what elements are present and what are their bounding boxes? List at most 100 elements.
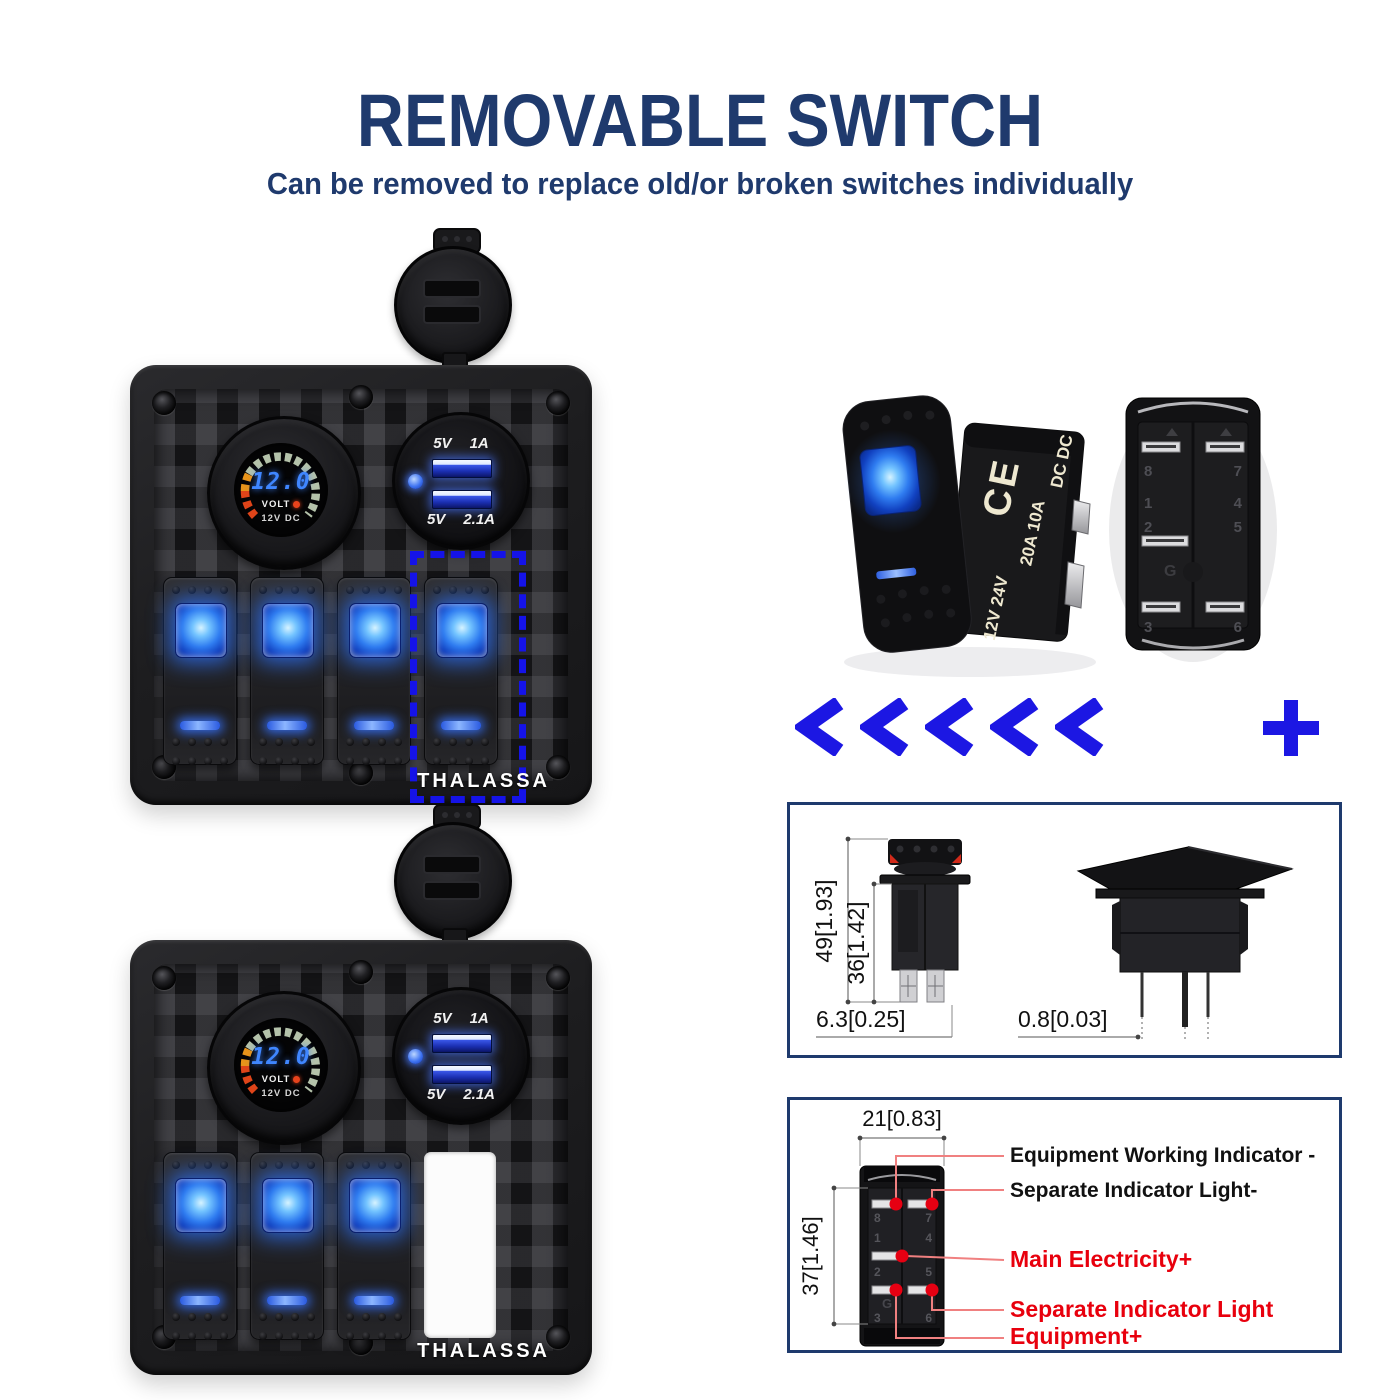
screw-hole bbox=[546, 391, 570, 415]
switch-housing-side: CE DC DC 20A 10A 12V 24V bbox=[947, 422, 1085, 642]
blue-indicator-bar bbox=[267, 721, 307, 730]
terminal-numbers: 8 1 2 3 7 4 5 6 G bbox=[1144, 463, 1243, 636]
dim-width: 21[0.83] bbox=[862, 1106, 942, 1131]
blue-indicator-bar bbox=[876, 567, 917, 580]
terminal-dots bbox=[889, 1197, 939, 1297]
screw-hole bbox=[546, 1325, 570, 1349]
volt-label-row: VOLT bbox=[234, 499, 328, 510]
usb-cap-slot bbox=[423, 305, 481, 324]
rocker-switch-3 bbox=[337, 1152, 411, 1340]
usb-cap-open bbox=[394, 822, 512, 940]
page-subtitle: Can be removed to replace old/or broken … bbox=[266, 166, 1134, 201]
switch-panel-3gang-removed: 12.0 VOLT 12V DC 5V 1A 5V 2.1A bbox=[130, 940, 592, 1375]
plus-icon bbox=[1263, 700, 1319, 756]
voltmeter-gauge: 12.0 VOLT 12V DC bbox=[207, 991, 361, 1145]
terminal-number: 5 bbox=[1234, 519, 1242, 536]
terminal-number: 3 bbox=[1144, 619, 1152, 636]
rocker-switch-3 bbox=[337, 577, 411, 765]
blue-led-lens bbox=[859, 445, 922, 516]
usb-bottom-rating: 5V 2.1A bbox=[395, 1086, 527, 1103]
terminal-pin bbox=[1071, 499, 1091, 535]
usb-cap-slot bbox=[423, 279, 481, 298]
wiring-label-separate-indicator-pos: Separate Indicator Light bbox=[1010, 1296, 1274, 1322]
usb-top-rating: 5V 1A bbox=[395, 1010, 527, 1027]
screw-hole bbox=[152, 966, 176, 990]
chevron-left-icon bbox=[795, 698, 844, 756]
screw-hole bbox=[546, 966, 570, 990]
usb-port-icon bbox=[432, 459, 492, 478]
usb-port-icon bbox=[432, 1034, 492, 1053]
wiring-label-equipment-working-indicator: Equipment Working Indicator - bbox=[1010, 1144, 1315, 1167]
terminal-number: 3 bbox=[874, 1311, 881, 1325]
screw-hole bbox=[349, 761, 373, 785]
terminal-number: 6 bbox=[925, 1311, 932, 1325]
usb-port1-voltage: 5V bbox=[433, 1010, 452, 1027]
terminal-number: 2 bbox=[874, 1265, 881, 1279]
terminal-number: 5 bbox=[925, 1265, 932, 1279]
chevron-left-icon bbox=[860, 698, 909, 756]
usb-port2-current: 2.1A bbox=[463, 1086, 496, 1103]
wiring-label-main-electricity: Main Electricity+ bbox=[1010, 1246, 1192, 1272]
volt-label: VOLT bbox=[261, 499, 291, 510]
voltage-reading: 12.0 bbox=[251, 1044, 311, 1070]
terminal-number: 4 bbox=[925, 1231, 932, 1245]
terminal-number: 1 bbox=[1144, 495, 1152, 512]
wiring-label-separate-indicator-neg: Separate Indicator Light- bbox=[1010, 1179, 1257, 1202]
blue-indicator-bar bbox=[180, 721, 220, 730]
blue-indicator-bar bbox=[441, 721, 481, 730]
rocker-switch-1 bbox=[163, 577, 237, 765]
terminal-number: 2 bbox=[1144, 519, 1152, 536]
voltmeter-gauge: 12.0 VOLT 12V DC bbox=[207, 416, 361, 570]
rocker-switch-1 bbox=[163, 1152, 237, 1340]
usb-port-icon bbox=[432, 1065, 492, 1084]
ground-label: G bbox=[882, 1296, 892, 1311]
rocker-switch-back-photo: 8 1 2 3 7 4 5 6 G bbox=[1109, 397, 1277, 662]
voltmeter-led-arc bbox=[240, 1027, 321, 1094]
wiring-label-equipment-pos: Equipment+ bbox=[1010, 1323, 1142, 1349]
terminal-number: 7 bbox=[1234, 463, 1242, 480]
blue-indicator-bar bbox=[354, 721, 394, 730]
page-title: REMOVABLE SWITCH bbox=[356, 79, 1044, 162]
mount-boss bbox=[1183, 562, 1203, 582]
volt-label: VOLT bbox=[261, 1074, 291, 1085]
dim-height-total: 49[1.93] bbox=[811, 879, 837, 962]
dim-height-body: 36[1.42] bbox=[843, 901, 869, 984]
usb-cap-open bbox=[394, 246, 512, 364]
usb-top-rating: 5V 1A bbox=[395, 435, 527, 452]
volt-sub-label: 12V DC bbox=[261, 1088, 301, 1099]
switch-panel-4gang: 12.0 VOLT 12V DC 5V 1A 5V 2.1A bbox=[130, 365, 592, 805]
rocker-switch-2 bbox=[250, 577, 324, 765]
screw-hole bbox=[349, 960, 373, 984]
chevron-left-icon bbox=[925, 698, 974, 756]
usb-port-icon bbox=[432, 490, 492, 509]
terminal-pin bbox=[1064, 561, 1085, 609]
blue-led-lens bbox=[262, 1178, 314, 1233]
blue-led-lens bbox=[175, 1178, 227, 1233]
removal-direction-arrows bbox=[795, 698, 1109, 756]
usb-cap-slot bbox=[423, 855, 481, 874]
removable-switch-highlight-box bbox=[410, 551, 526, 803]
terminal-bars bbox=[871, 1199, 935, 1295]
switch-rocker-front bbox=[839, 395, 972, 653]
dual-usb-socket: 5V 1A 5V 2.1A bbox=[392, 987, 530, 1125]
blue-indicator-bar bbox=[354, 1296, 394, 1305]
rocker-switch-side-photo: CE DC DC 20A 10A 12V 24V bbox=[839, 395, 1096, 677]
screw-hole bbox=[546, 755, 570, 779]
chevron-left-icon bbox=[1055, 698, 1104, 756]
usb-port2-voltage: 5V bbox=[426, 1086, 446, 1103]
dimension-diagram-box: 49[1.93] 36[1.42] 6.3[0.25] 0.8[0.0 bbox=[787, 802, 1342, 1058]
usb-port1-voltage: 5V bbox=[433, 435, 452, 452]
terminal-number: 6 bbox=[1234, 619, 1242, 636]
dim-pin-offset: 6.3[0.25] bbox=[816, 1006, 906, 1032]
voltmeter-led-arc bbox=[240, 452, 321, 519]
ground-label: G bbox=[1164, 563, 1176, 580]
blue-indicator-bar bbox=[180, 1296, 220, 1305]
blue-led-lens bbox=[349, 603, 401, 658]
status-led-icon bbox=[293, 1075, 301, 1083]
dual-usb-socket: 5V 1A 5V 2.1A bbox=[392, 412, 530, 550]
dim-height: 37[1.46] bbox=[798, 1216, 823, 1296]
terminal-number: 8 bbox=[874, 1211, 881, 1225]
blue-indicator-bar bbox=[267, 1296, 307, 1305]
usb-led-icon bbox=[408, 474, 423, 489]
